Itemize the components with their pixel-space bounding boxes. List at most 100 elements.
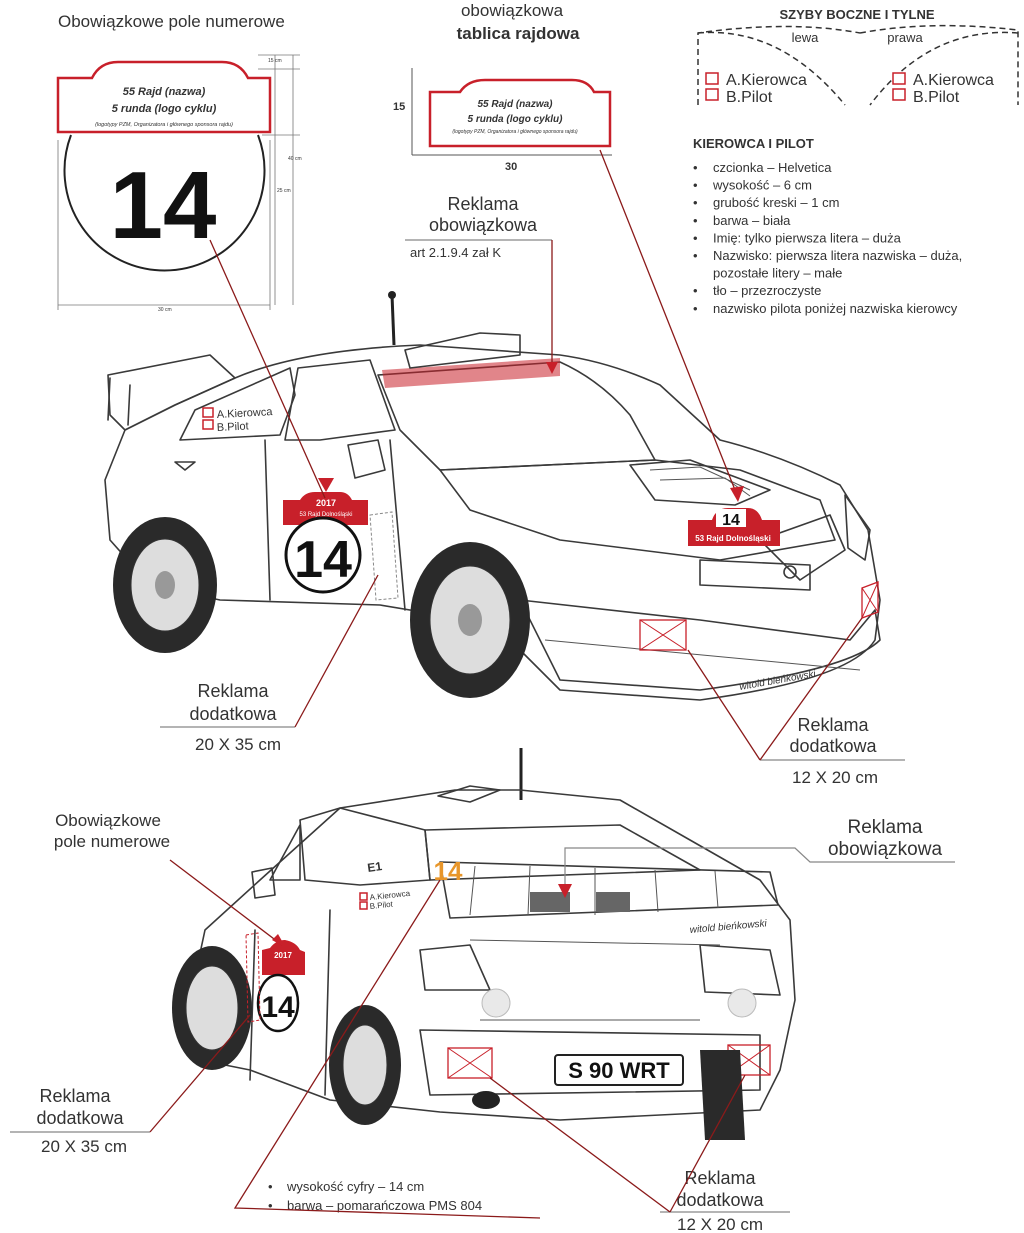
rear-ad-rear-line1: Reklama bbox=[684, 1168, 756, 1188]
front-door-plate bbox=[283, 492, 368, 525]
rear-window-number: 14 bbox=[434, 856, 463, 886]
front-bumper-ad-left bbox=[639, 619, 687, 651]
front-ad-side-line2: dodatkowa bbox=[189, 704, 277, 724]
rally-plate-width: 30 bbox=[505, 161, 517, 173]
front-side-ad-area bbox=[369, 511, 399, 601]
crew-rule-item: nazwisko pilota poniżej nazwiska kierowc… bbox=[713, 301, 958, 316]
rear-ad-side-line2: dodatkowa bbox=[36, 1108, 124, 1128]
front-ad-side-line1: Reklama bbox=[197, 681, 269, 701]
left-window-label: lewa bbox=[792, 30, 820, 45]
rear-note-bullet-2: • bbox=[268, 1198, 273, 1213]
rear-ad-top-line2: obowiązkowa bbox=[828, 839, 942, 860]
front-ad-front-line1: Reklama bbox=[797, 715, 869, 735]
front-ad-top-line2: obowiązkowa bbox=[429, 215, 538, 235]
front-ad-front-size: 12 X 20 cm bbox=[792, 768, 878, 787]
front-door-pilot: B.Pilot bbox=[217, 420, 249, 434]
rear-ad-rear-size: 12 X 20 cm bbox=[677, 1215, 763, 1233]
flag-icon bbox=[892, 72, 906, 85]
rear-ad-side-size: 20 X 35 cm bbox=[41, 1137, 127, 1156]
rear-signature: witold bieńkowski bbox=[689, 918, 768, 936]
front-door-number-circle bbox=[284, 516, 362, 594]
front-ad-front-line2: dodatkowa bbox=[789, 736, 877, 756]
front-ad-top-ref: art 2.1.9.4 zał K bbox=[410, 245, 501, 260]
rear-door-plate-year: 2017 bbox=[274, 951, 292, 960]
hood-number: 14 bbox=[722, 512, 740, 529]
rear-roof-code: E1 bbox=[366, 859, 383, 875]
front-ad-top-line1: Reklama bbox=[447, 194, 519, 214]
crew-rule-bullet: • bbox=[693, 283, 698, 298]
right-driver: A.Kierowca bbox=[913, 72, 994, 89]
rally-plate-heading-1: obowiązkowa bbox=[461, 1, 564, 20]
crew-rule-bullet: • bbox=[693, 301, 698, 316]
rear-note-2: barwa – pomarańczowa PMS 804 bbox=[287, 1198, 482, 1213]
crew-rule-item: tło – przezroczyste bbox=[713, 283, 821, 298]
front-car: A.Kierowca B.Pilot 2017 53 Rajd Dolnoślą… bbox=[104, 149, 905, 787]
crew-rule-bullet: • bbox=[693, 178, 698, 193]
crew-rule-item: Imię: tylko pierwsza litera – duża bbox=[713, 230, 902, 245]
right-window-label: prawa bbox=[887, 30, 923, 45]
front-door-number: 14 bbox=[294, 531, 352, 589]
dim-25cm: 25 cm bbox=[277, 188, 291, 194]
front-signature: witold bieńkowski bbox=[739, 669, 818, 693]
rear-ad-rear-line2: dodatkowa bbox=[676, 1190, 764, 1210]
front-door-driver: A.Kierowca bbox=[217, 406, 274, 421]
dim-30cm: 30 cm bbox=[158, 307, 172, 313]
crew-rule-item: grubość kreski – 1 cm bbox=[713, 195, 839, 210]
rally-plate bbox=[428, 78, 612, 148]
rally-plate-height: 15 bbox=[393, 101, 405, 113]
rear-door-number-circle bbox=[256, 973, 300, 1033]
rear-wing-ad-right bbox=[596, 892, 630, 912]
rear-ad-top-line1: Reklama bbox=[848, 817, 923, 838]
crew-heading: KIEROWCA I PILOT bbox=[693, 136, 814, 151]
crew-rule-item: czcionka – Helvetica bbox=[713, 160, 832, 175]
rear-door-driver: A.Kierowca bbox=[369, 889, 411, 902]
rally-plate-heading-2: tablica rajdowa bbox=[457, 24, 580, 43]
rear-side-ad-area bbox=[245, 932, 261, 1023]
crew-lettering-rules: KIEROWCA I PILOT • czcionka – Helvetica • w… bbox=[693, 136, 962, 316]
number-field-plate bbox=[56, 60, 272, 134]
number-circle bbox=[63, 134, 266, 272]
rear-wing-ad-left bbox=[530, 892, 570, 912]
rear-license-plate bbox=[554, 1054, 684, 1086]
crew-rule-bullet: • bbox=[693, 230, 698, 245]
rear-ad-side-line1: Reklama bbox=[39, 1086, 111, 1106]
side-windows-spec: SZYBY BOCZNE I TYLNE lewa prawa A.Kierow… bbox=[697, 7, 1019, 106]
crew-rule-bullet: • bbox=[693, 160, 698, 175]
crew-rule-item: Nazwisko: pierwsza litera nazwiska – duż… bbox=[713, 248, 962, 263]
left-pilot: B.Pilot bbox=[726, 89, 773, 106]
windshield-ad-strip bbox=[382, 358, 560, 388]
dim-40cm: 40 cm bbox=[288, 156, 302, 162]
rear-license-plate-text: S 90 WRT bbox=[568, 1058, 670, 1083]
rally-plate-line-2: 5 runda (logo cyklu) bbox=[467, 114, 563, 125]
left-driver: A.Kierowca bbox=[726, 72, 807, 89]
rear-bumper-ad-left bbox=[447, 1047, 493, 1079]
front-door-plate-year: 2017 bbox=[316, 498, 336, 508]
rally-plate-spec: obowiązkowa tablica rajdowa 55 Rajd (naz… bbox=[393, 1, 612, 173]
rear-number-field-line1: Obowiązkowe bbox=[55, 811, 161, 830]
front-door-plate-text: 53 Rajd Dolnośląski bbox=[299, 512, 352, 518]
flag-icon bbox=[892, 88, 906, 101]
crew-rule-item: wysokość – 6 cm bbox=[712, 178, 812, 193]
front-ad-side-size: 20 X 35 cm bbox=[195, 735, 281, 754]
crew-rule-list: • czcionka – Helvetica • wysokość – 6 cm • gr… bbox=[693, 160, 962, 316]
plate-line-1: 55 Rajd (nazwa) bbox=[123, 86, 206, 98]
rear-door-pilot: B.Pilot bbox=[369, 900, 394, 911]
rear-note-1: wysokość cyfry – 14 cm bbox=[286, 1179, 424, 1194]
crew-rule-item: pozostałe litery – małe bbox=[713, 266, 842, 281]
rally-plate-line-1: 55 Rajd (nazwa) bbox=[477, 99, 553, 110]
rear-wing bbox=[439, 861, 779, 919]
number-field-heading: Obowiązkowe pole numerowe bbox=[58, 12, 285, 31]
rally-plate-line-3: (logotypy PZM, Organizatora i głównego s… bbox=[452, 129, 578, 135]
flag-icon bbox=[705, 72, 719, 85]
plate-line-2: 5 runda (logo cyklu) bbox=[112, 103, 217, 115]
flag-icon bbox=[705, 88, 719, 101]
crew-rule-bullet: • bbox=[693, 195, 698, 210]
dim-15cm: 15 cm bbox=[268, 58, 282, 64]
number-field-digits: 14 bbox=[110, 152, 217, 259]
crew-rule-item: barwa – biała bbox=[713, 213, 791, 228]
crew-rule-bullet: • bbox=[693, 213, 698, 228]
side-windows-heading: SZYBY BOCZNE I TYLNE bbox=[779, 7, 934, 22]
plate-line-3: (logotypy PZM, Organizatora i głównego s… bbox=[95, 122, 233, 128]
hood-plate-text: 53 Rajd Dolnośląski bbox=[695, 534, 771, 543]
